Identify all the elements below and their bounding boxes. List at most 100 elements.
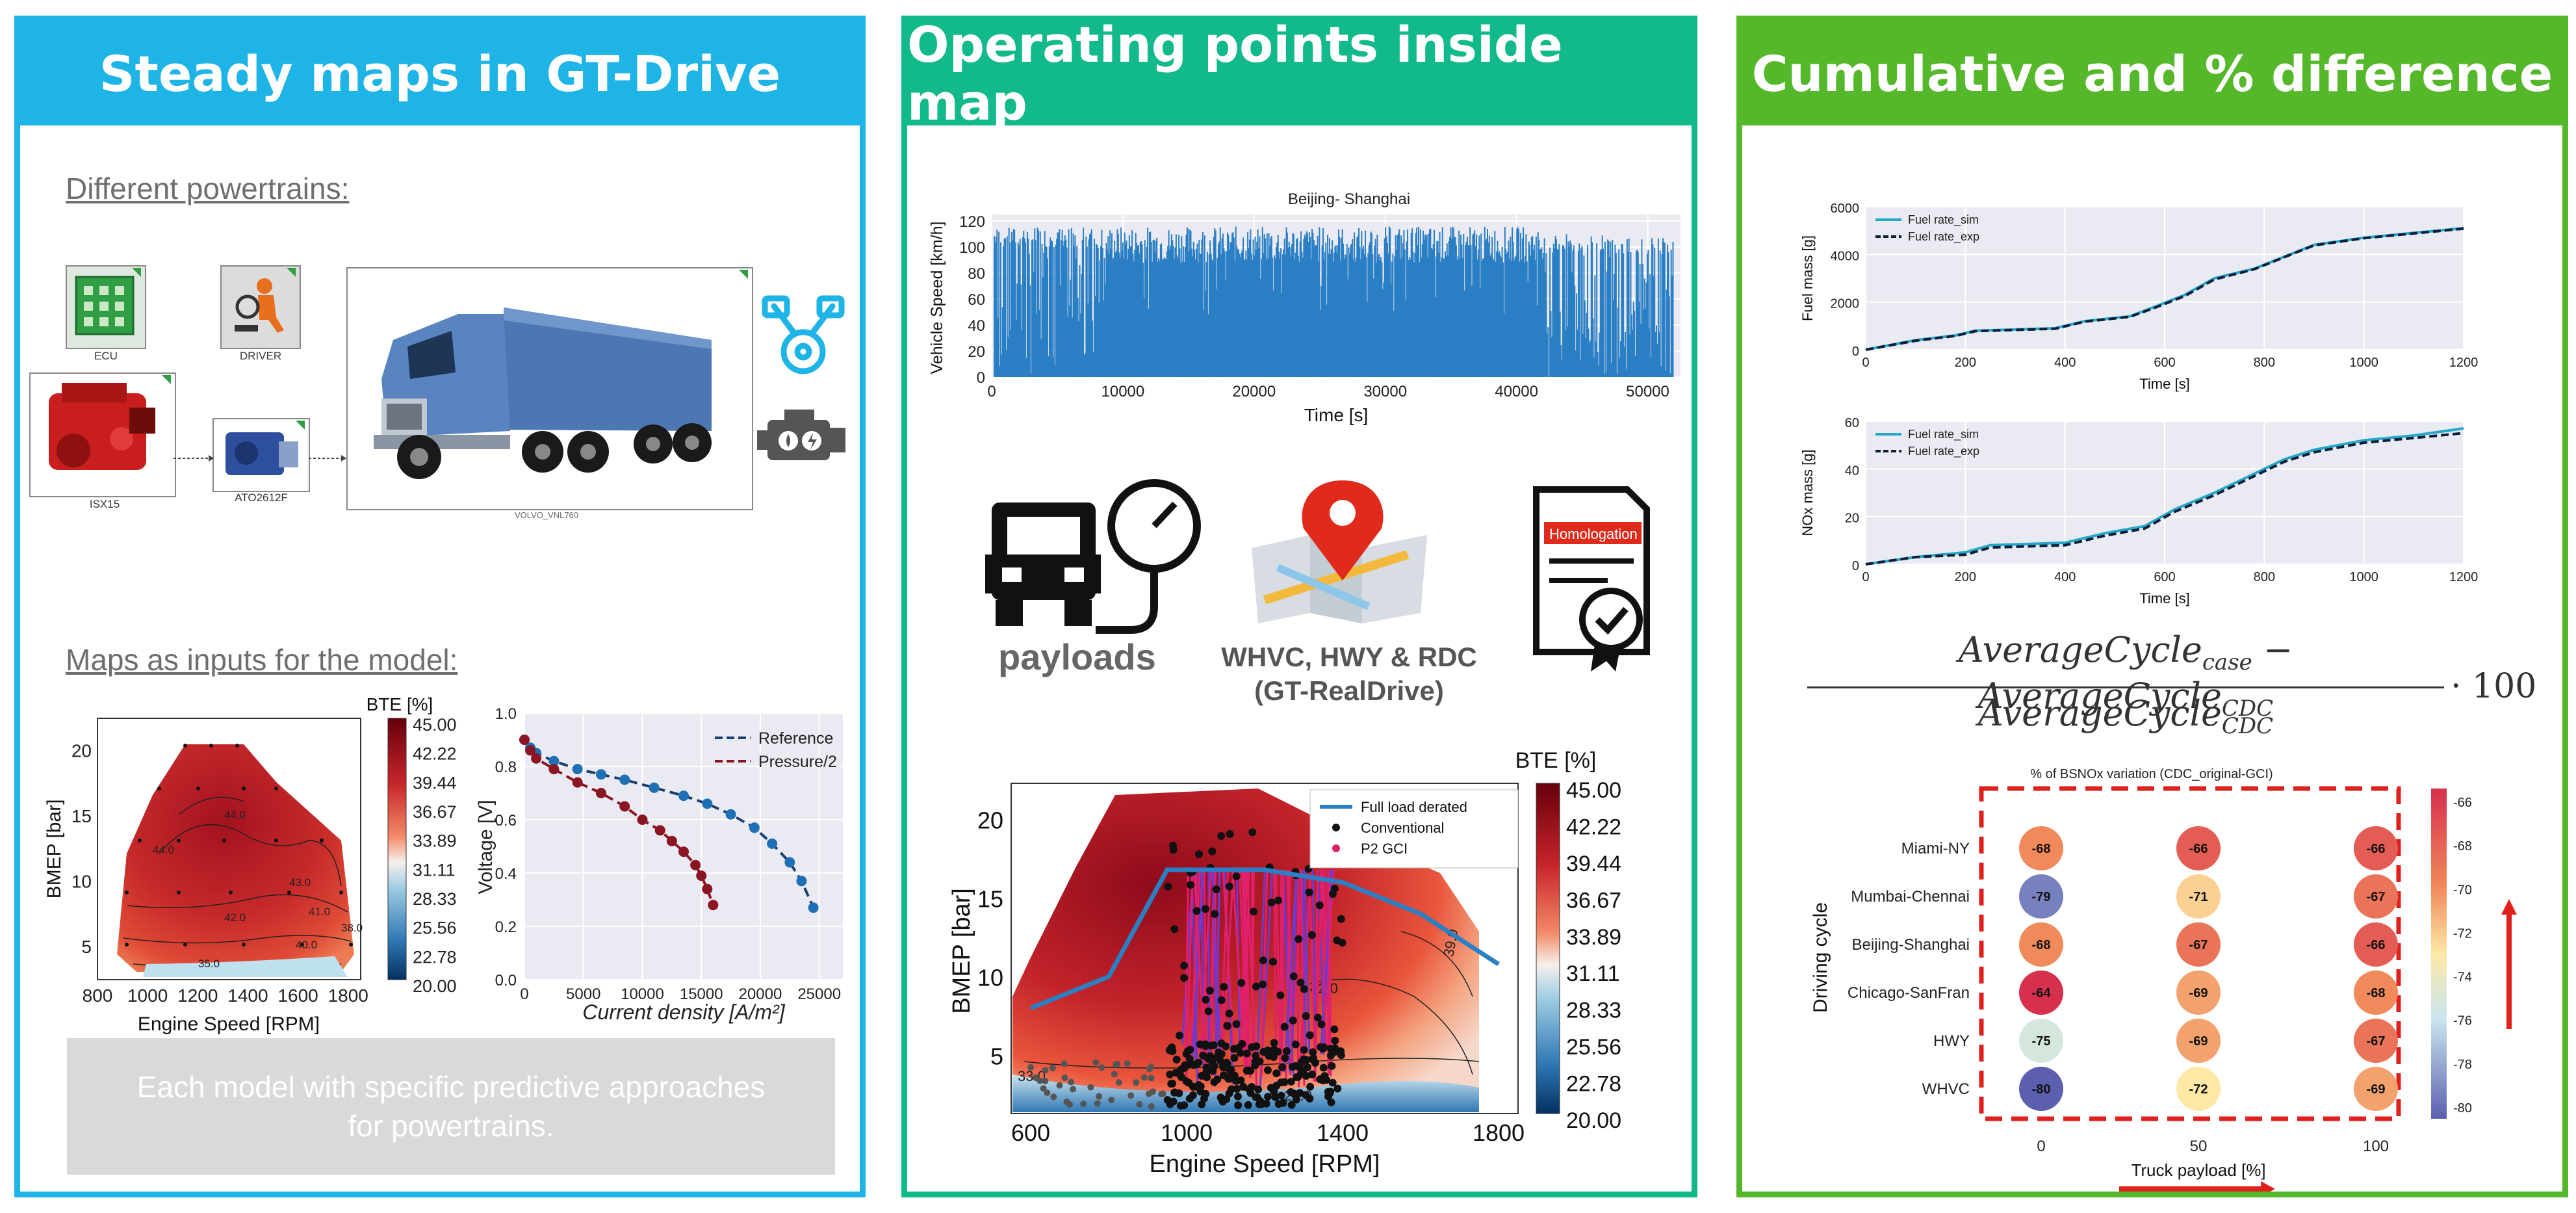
conventional-point [1287,1077,1295,1086]
colorbar-tick: 33.89 [413,831,457,851]
variation-bubble [2019,874,2063,919]
conventional-point [1217,832,1226,841]
conventional-point [1210,1078,1218,1086]
contour-label: 44.0 [224,809,246,821]
reference-fit-line [523,738,815,909]
conventional-point [1140,1074,1148,1081]
gci-trace [1219,869,1229,1067]
cycle-label: WHVC [1922,1080,1970,1098]
x-tick-label: 10000 [1101,383,1145,400]
panel-title: Steady maps in GT-Drive [99,44,781,103]
x-axis-label: Time [s] [2139,376,2189,392]
variation-bubble [2354,971,2398,1015]
colorbar-tick: 36.67 [1566,888,1621,913]
conventional-point [1259,956,1267,965]
conventional-point [1098,1064,1105,1071]
legend: Reference Pressure/2 [715,729,837,771]
variation-bubble [2019,826,2063,870]
conventional-point [1281,1054,1289,1062]
truck-gauge-icon [985,479,1201,634]
conventional-point [1203,1073,1211,1082]
conventional-point [1301,1071,1309,1079]
colorbar-tick: -68 [2453,839,2472,854]
y-tick-label: 0 [1852,345,1859,359]
certificate-icon: Homologation [1533,486,1650,672]
colorbar-tick: 28.33 [1566,998,1621,1023]
gci-trace [1286,870,1293,1068]
data-point [696,870,707,881]
variation-bubble [2354,826,2398,870]
conventional-point [1331,1036,1339,1045]
conventional-point [1180,961,1189,970]
formula-subscript: CDC [2221,695,2274,722]
conventional-point [1219,1071,1228,1080]
highlight-frame [1979,786,2401,1121]
variation-bubble [2176,874,2221,919]
panel-title-bar: Cumulative and % difference [1742,21,2562,125]
panel-title: Cumulative and % difference [1751,44,2553,103]
cycle-label: Beijing-Shanghai [1852,936,1970,954]
conventional-point [1176,1101,1185,1110]
conventional-point [1243,1049,1251,1058]
colorbar-tick: 25.56 [1566,1035,1621,1060]
gci-trace [1190,869,1201,1048]
transmission-icon [225,421,305,475]
legend: Full load derated Conventional P2 GCI [1309,789,1519,868]
y-tick-label: 80 [968,265,985,283]
conventional-point [1308,1055,1317,1063]
conventional-point [1070,1086,1077,1093]
conventional-point [1124,1060,1131,1067]
y-tick-label: 2000 [1831,297,1860,311]
y-tick-label: 10 [71,871,92,891]
ecu-block[interactable] [66,265,146,349]
bsnox-variation-chart: % of BSNOx variation (CDC_original-GCI) … [1810,767,2517,1192]
payloads-label: payloads [998,636,1156,677]
conventional-point [1328,1049,1337,1057]
conventional-point [1171,1088,1179,1097]
x-tick-label: 5000 [566,985,600,1003]
y-tick-label: 40 [1845,463,1859,478]
transmission-block[interactable] [213,418,310,492]
colorbar-tick: 39.44 [1566,852,1621,876]
conventional-point [1248,1083,1256,1091]
conventional-point [1087,1084,1094,1091]
x-tick-label: 25000 [797,985,841,1003]
variation-bubble [2354,1019,2398,1063]
conventional-point [1254,1085,1263,1093]
driver-block[interactable] [220,265,301,349]
bte-region [117,744,354,972]
formula-numerator: AverageCyclecase − AverageCycleCDC [1807,629,2444,722]
engine-block[interactable] [29,372,176,497]
colorbar-tick: -72 [2453,926,2472,941]
vehicle-block[interactable] [346,267,753,510]
conventional-point [1164,883,1172,891]
panel-title: Operating points inside map [907,16,1563,131]
conventional-point [1165,1046,1174,1054]
gci-trace [1319,870,1328,1045]
variation-bubble [2354,874,2398,919]
conventional-point [1244,1101,1252,1109]
engine-icon [757,410,845,460]
panel-steady-maps: Steady maps in GT-Drive Different powert… [14,16,866,1197]
colorbar-tick: 33.89 [1566,925,1621,950]
colorbar-tick: 42.22 [413,744,457,764]
colorbar [2431,789,2447,1119]
data-point [708,900,719,911]
conventional-point [1217,1093,1225,1102]
conventional-point [1234,1101,1243,1110]
conventional-point [1289,1063,1297,1071]
variation-bubble [2019,1019,2063,1063]
conventional-point [1225,1010,1233,1018]
nox-exp-line [1865,432,2464,566]
y-tick-label: 15 [977,885,1003,912]
x-tick-label: 800 [2254,570,2275,584]
colorbar-tick-labels: -66-68-70-72-74-76-78-80 [2453,796,2472,1115]
conventional-point [1175,1032,1183,1040]
conventional-point [1250,907,1258,916]
colorbar-tick: 39.44 [413,773,457,792]
variation-bubble [2176,826,2221,870]
x-tick-label: 0 [987,383,996,400]
